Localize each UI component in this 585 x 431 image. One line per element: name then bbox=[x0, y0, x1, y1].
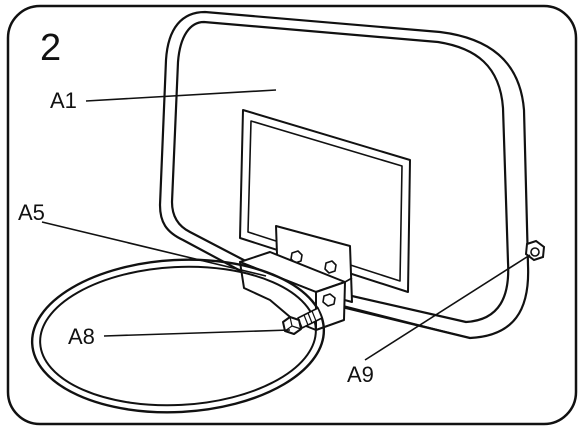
rim bbox=[30, 258, 326, 414]
target-rect-inner bbox=[247, 120, 403, 282]
backboard bbox=[158, 10, 530, 340]
rim-outer bbox=[30, 258, 326, 414]
leader-lines bbox=[41, 89, 531, 361]
leader-a8 bbox=[103, 329, 291, 337]
rim-inner bbox=[39, 265, 317, 407]
step-number: 2 bbox=[40, 27, 61, 69]
leader-a1 bbox=[85, 89, 277, 102]
plate-bolt-left bbox=[290, 250, 303, 264]
nut bbox=[524, 239, 546, 262]
backboard-edge bbox=[158, 10, 530, 340]
backboard-face bbox=[170, 20, 510, 324]
nut-hole bbox=[530, 247, 540, 257]
label-a9: A9 bbox=[347, 362, 374, 387]
leader-a5 bbox=[41, 221, 267, 277]
bracket-nut bbox=[322, 293, 336, 307]
target-rect-outer bbox=[239, 109, 411, 293]
step-frame bbox=[6, 4, 578, 426]
label-a1: A1 bbox=[50, 88, 77, 113]
plate-bolt-right bbox=[324, 260, 337, 274]
rim-bracket bbox=[239, 251, 471, 339]
label-a5: A5 bbox=[18, 200, 45, 225]
leader-a9 bbox=[364, 254, 531, 361]
bolt bbox=[282, 307, 323, 335]
label-a8: A8 bbox=[68, 324, 95, 349]
